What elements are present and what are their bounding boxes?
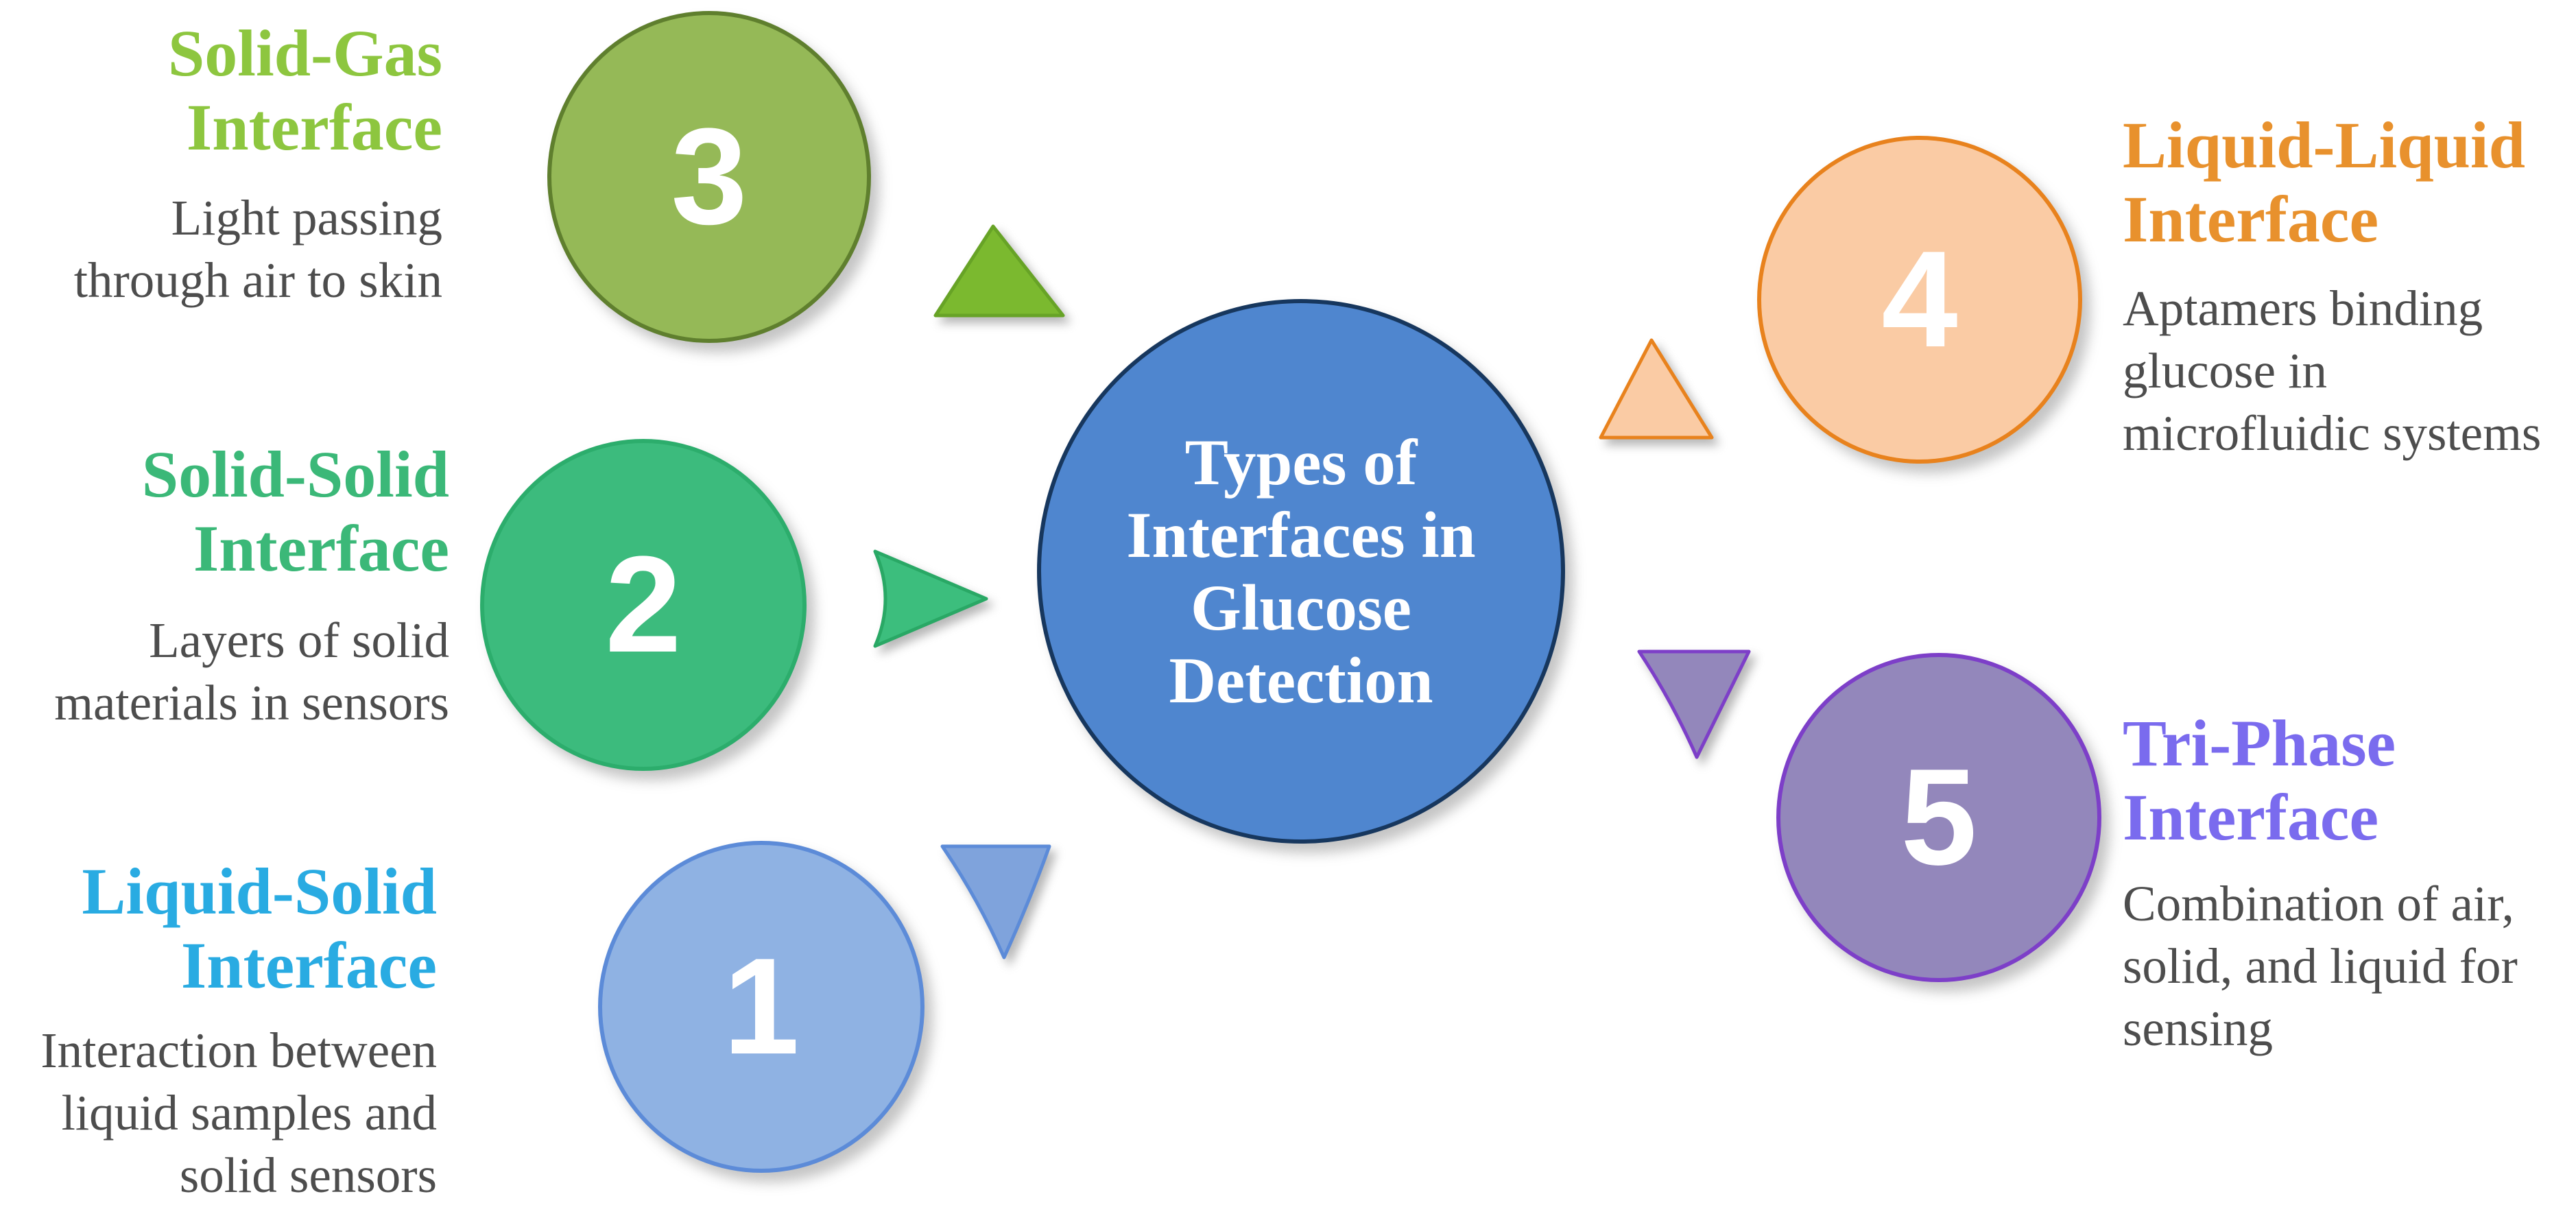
description-line: Interaction between (40, 1023, 437, 1078)
node-description-liquid-solid: Interaction between liquid samples and s… (0, 1019, 437, 1206)
node-number-1: 1 (723, 930, 800, 1083)
node-label-solid-gas: Solid-Gas Interface Light passing throug… (0, 16, 442, 311)
node-circle-5: 5 (1776, 653, 2101, 982)
description-line: Layers of solid (149, 612, 449, 668)
node-label-liquid-solid: Liquid-Solid Interface Interaction betwe… (0, 855, 437, 1206)
node-title-line: Liquid-Solid (82, 855, 437, 928)
node-description-solid-solid: Layers of solid materials in sensors (0, 609, 449, 734)
node-circle-1: 1 (598, 841, 925, 1173)
down-arrow-icon-node-5 (1637, 649, 1751, 759)
node-label-liquid-liquid: Liquid-Liquid Interface Aptamers binding… (2123, 108, 2565, 464)
center-title-line: Types of (1184, 426, 1418, 499)
center-circle: Types of Interfaces in Glucose Detection (1037, 299, 1565, 844)
description-line: through air to skin (73, 252, 442, 308)
node-title-solid-solid: Solid-Solid Interface (0, 438, 449, 586)
node-title-line: Solid-Gas (167, 16, 442, 90)
description-line: sensing (2123, 1001, 2273, 1056)
description-line: solid sensors (179, 1147, 437, 1203)
description-line: solid, and liquid for (2123, 938, 2518, 994)
description-line: glucose in (2123, 343, 2328, 398)
description-line: Light passing (171, 190, 442, 246)
node-circle-2: 2 (480, 439, 807, 771)
description-line: liquid samples and (61, 1085, 437, 1141)
node-title-liquid-solid: Liquid-Solid Interface (0, 855, 437, 1003)
node-title-line: Interface (186, 91, 442, 164)
node-label-tri-phase: Tri-Phase Interface Combination of air, … (2123, 706, 2565, 1060)
node-number-4: 4 (1881, 223, 1958, 376)
node-number-2: 2 (605, 528, 682, 681)
description-line: microfluidic systems (2123, 405, 2542, 461)
node-title-line: Interface (180, 929, 437, 1002)
center-title-line: Interfaces in (1126, 499, 1476, 571)
node-title-tri-phase: Tri-Phase Interface (2123, 706, 2565, 855)
center-title: Types of Interfaces in Glucose Detection (1126, 426, 1475, 717)
node-title-liquid-liquid: Liquid-Liquid Interface (2123, 108, 2565, 257)
node-title-solid-gas: Solid-Gas Interface (0, 16, 442, 165)
node-circle-4: 4 (1757, 136, 2082, 464)
node-circle-3: 3 (547, 11, 871, 343)
right-arrow-icon-node-2 (873, 549, 988, 648)
center-title-line: Glucose (1191, 571, 1411, 644)
node-number-5: 5 (1900, 741, 1977, 894)
node-description-solid-gas: Light passing through air to skin (0, 187, 442, 311)
description-line: Aptamers binding (2123, 281, 2483, 336)
description-line: Combination of air, (2123, 876, 2514, 931)
node-number-3: 3 (671, 100, 748, 253)
node-title-line: Interface (2123, 182, 2379, 256)
node-title-line: Liquid-Liquid (2123, 108, 2526, 182)
up-arrow-icon-node-3 (933, 224, 1065, 318)
up-arrow-icon-node-4 (1599, 338, 1714, 440)
node-title-line: Tri-Phase (2123, 706, 2396, 780)
node-title-line: Interface (193, 512, 449, 585)
node-title-line: Solid-Solid (141, 438, 449, 511)
center-title-line: Detection (1169, 644, 1433, 717)
description-line: materials in sensors (54, 675, 449, 730)
node-description-liquid-liquid: Aptamers binding glucose in microfluidic… (2123, 277, 2565, 464)
node-description-tri-phase: Combination of air, solid, and liquid fo… (2123, 872, 2565, 1060)
node-title-line: Interface (2123, 780, 2379, 854)
node-label-solid-solid: Solid-Solid Interface Layers of solid ma… (0, 438, 449, 734)
down-arrow-icon-node-1 (940, 844, 1051, 959)
